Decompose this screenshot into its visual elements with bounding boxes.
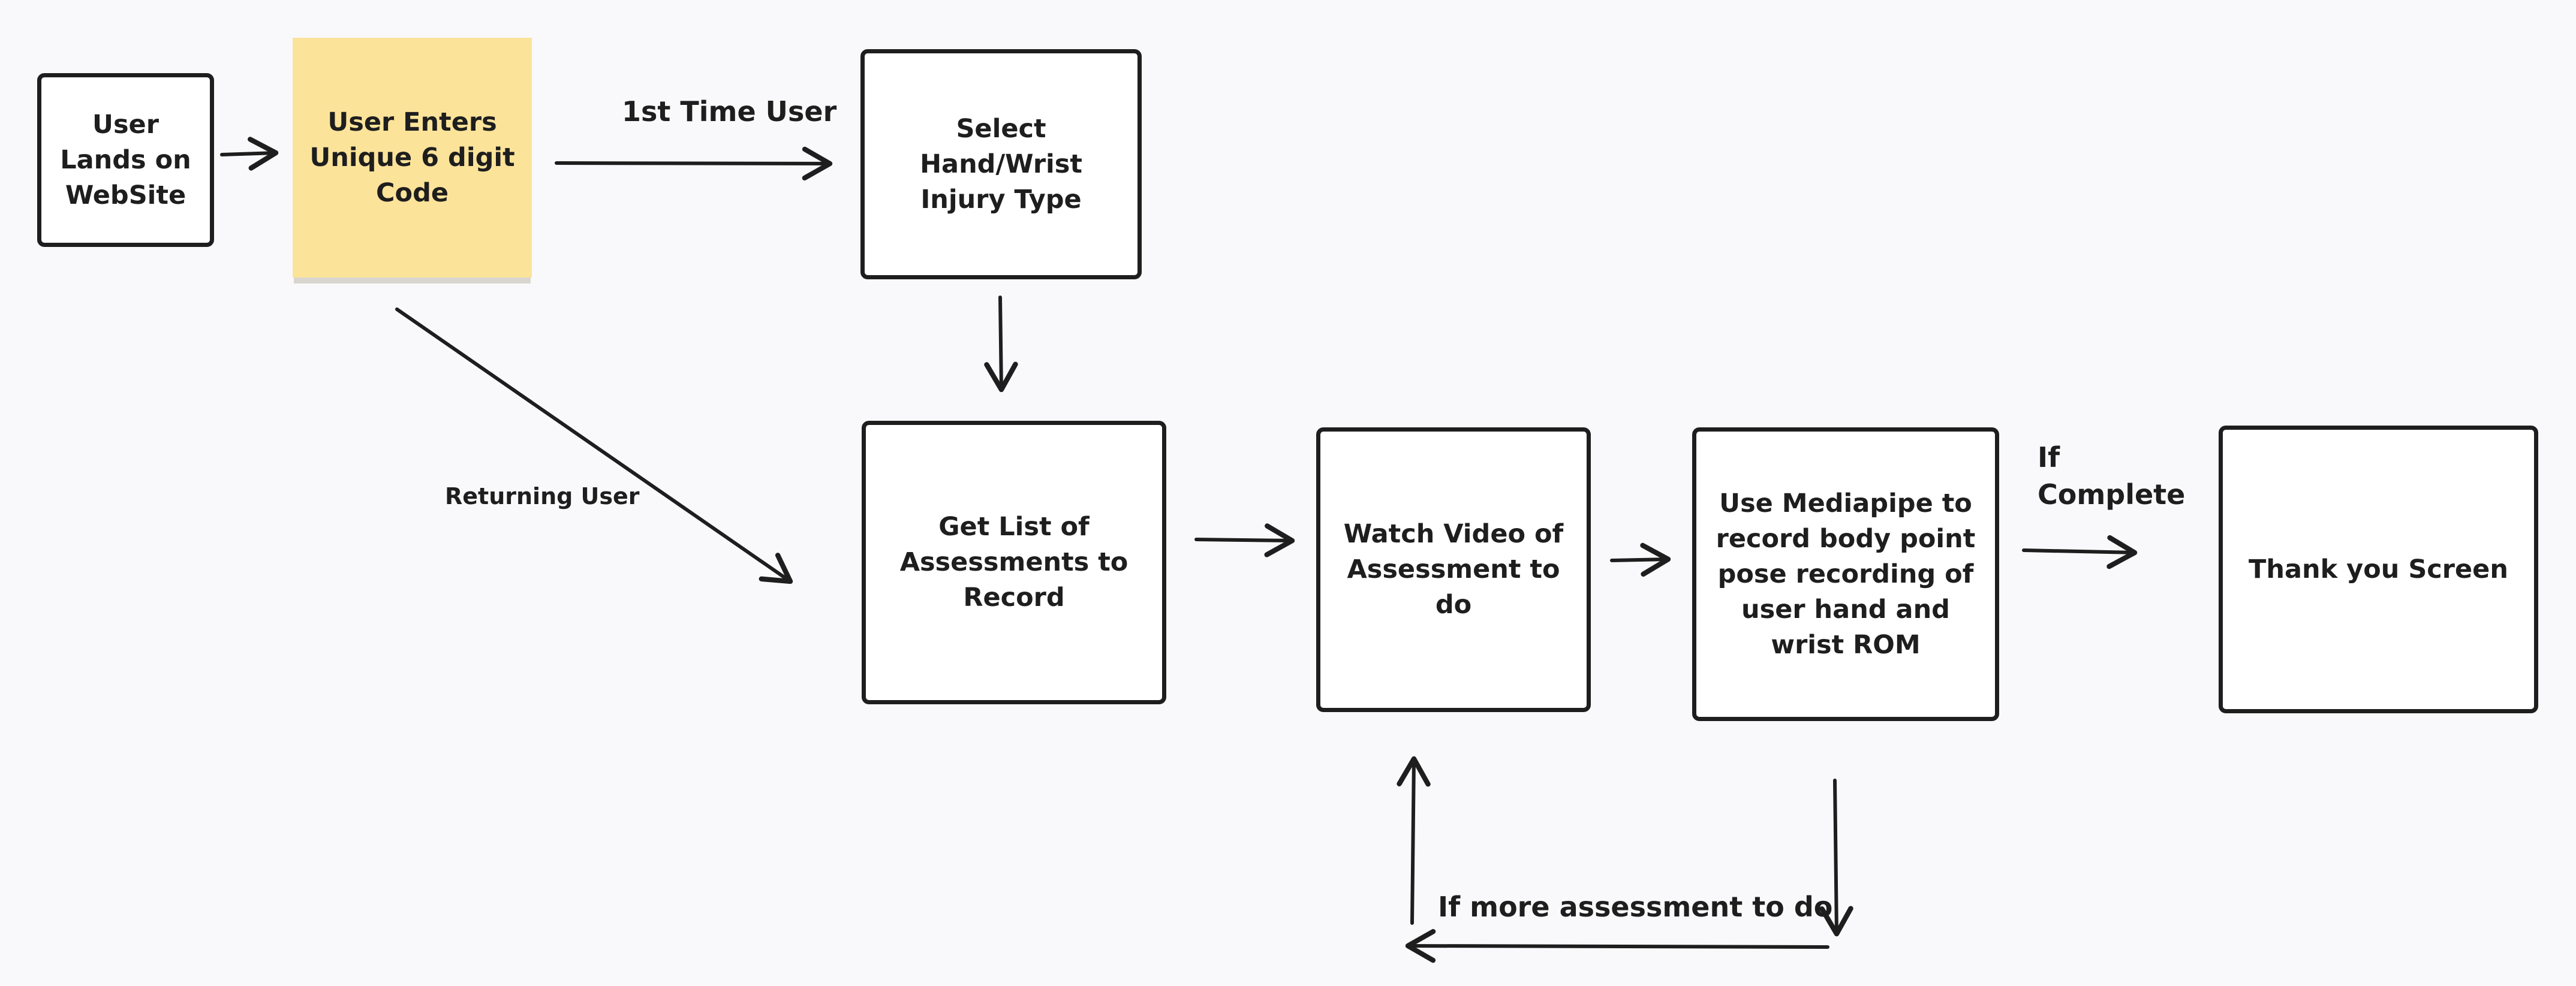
arrow-mediapipe-to-thanks: [2022, 535, 2138, 569]
node-label: User Enters Unique 6 digit Code: [309, 107, 515, 208]
node-label: Watch Video of Assessment to do: [1343, 519, 1564, 620]
arrow-watch-to-mediapipe: [1610, 542, 1671, 577]
node-user-lands-on-website: User Lands on WebSite: [37, 73, 214, 247]
edge-label-first-time-user: 1st Time User: [622, 95, 837, 128]
arrow-loop-up: [1397, 756, 1431, 925]
edge-label-if-complete: If Complete: [2038, 441, 2186, 511]
node-select-injury-type: Select Hand/Wrist Injury Type: [860, 49, 1142, 279]
arrow-list-to-watch: [1194, 523, 1295, 557]
node-use-mediapipe: Use Mediapipe to record body point pose …: [1692, 427, 1999, 721]
arrow-first-time-user: [555, 146, 833, 181]
arrow-lands-to-code: [220, 137, 279, 171]
node-label: Thank you Screen: [2249, 554, 2508, 584]
arrow-loop-down: [1819, 779, 1853, 937]
edge-label-returning-user: Returning User: [445, 483, 640, 509]
arrow-select-to-list: [984, 296, 1018, 393]
node-user-enters-code: User Enters Unique 6 digit Code: [293, 38, 532, 278]
node-watch-video: Watch Video of Assessment to do: [1316, 427, 1591, 712]
node-label: Get List of Assessments to Record: [899, 512, 1128, 613]
arrow-returning-user: [395, 307, 793, 584]
node-label: User Lands on WebSite: [60, 109, 191, 210]
edge-label-if-more-assessment: If more assessment to do: [1438, 891, 1833, 923]
arrow-loop-left: [1405, 928, 1829, 963]
node-label: Select Hand/Wrist Injury Type: [920, 113, 1082, 215]
node-get-list-of-assessments: Get List of Assessments to Record: [862, 421, 1166, 704]
node-label: Use Mediapipe to record body point pose …: [1716, 488, 1976, 660]
node-thank-you-screen: Thank you Screen: [2219, 426, 2538, 713]
